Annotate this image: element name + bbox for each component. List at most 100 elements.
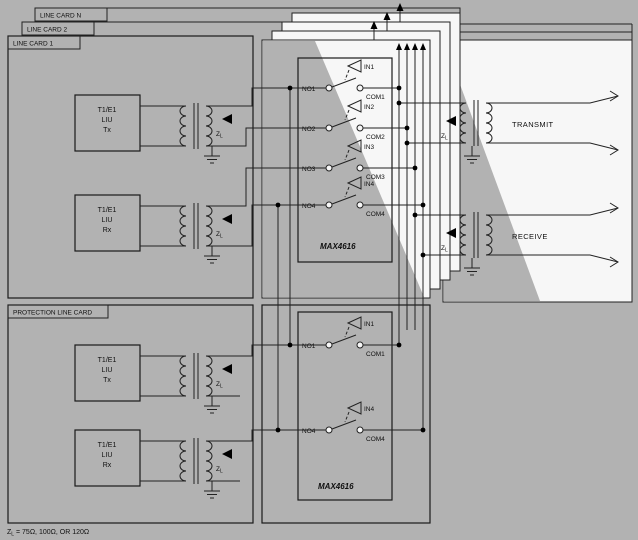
up-arrow-icon	[404, 43, 410, 50]
liu-box	[74, 194, 141, 252]
liu-box	[74, 344, 141, 402]
zl-label: ZL	[216, 231, 223, 240]
no-contact	[325, 341, 333, 349]
zl-annotations: ZL ZL ZL ZL ZL ZL	[216, 114, 456, 475]
in-label: IN4	[364, 406, 375, 413]
impedance-note: ZL = 75Ω, 100Ω, OR 120Ω	[7, 529, 89, 538]
com-bus-wires	[363, 50, 448, 431]
junction-dot	[404, 140, 410, 146]
junction-dot	[412, 165, 418, 171]
liu-line2: LIU	[102, 217, 113, 224]
control-buffer-icon	[346, 59, 362, 73]
up-arrow-icon	[412, 43, 418, 50]
liu-line3: Tx	[103, 377, 111, 384]
liu-box	[74, 94, 141, 152]
com-contact	[356, 201, 364, 209]
liu-line3: Rx	[103, 462, 112, 469]
no-label: NO4	[302, 203, 316, 210]
chip-label-front: MAX4616	[320, 242, 356, 251]
wiring	[140, 11, 619, 482]
zl-label: ZL	[441, 133, 448, 142]
impedance-arrow-icon	[222, 114, 232, 124]
up-arrow-icon	[383, 12, 391, 20]
max4616-front-box	[297, 57, 393, 263]
max4616-protection-box	[297, 311, 393, 501]
com-label: COM1	[366, 351, 385, 358]
junction-dot	[404, 125, 410, 131]
no-contact	[325, 164, 333, 172]
protection-switch-card-box	[261, 304, 431, 524]
junction-dot	[396, 100, 402, 106]
com-contact	[356, 84, 364, 92]
junction-dot	[420, 252, 426, 258]
switch-no1-protection: NO1 COM1 IN1	[302, 316, 385, 358]
bus-up-arrows	[370, 3, 426, 50]
in-label: IN4	[364, 181, 375, 188]
zl-label: ZL	[441, 245, 448, 254]
line-termination-arrows	[609, 90, 619, 268]
com-contact	[356, 426, 364, 434]
zl-label: ZL	[216, 131, 223, 140]
line-card-1-label: LINE CARD 1	[13, 41, 53, 48]
liu-tx-card1: T1/E1 LIU Tx	[74, 94, 141, 152]
liu-line2: LIU	[102, 452, 113, 459]
com-label: COM4	[366, 211, 385, 218]
com-label: COM3	[366, 174, 385, 181]
control-line	[344, 326, 350, 338]
switch-no4-front: NO4 COM4 IN4	[302, 176, 385, 218]
impedance-arrow-icon	[446, 228, 456, 238]
control-buffer-icon	[346, 176, 362, 190]
switch-lever	[331, 157, 357, 168]
impedance-arrow-icon	[222, 214, 232, 224]
impedance-arrow-icon	[222, 364, 232, 374]
com-label: COM1	[366, 94, 385, 101]
switch-lever	[331, 334, 357, 345]
control-buffer-icon	[346, 401, 362, 415]
switch-lever	[331, 194, 357, 205]
protection-card-tag	[7, 304, 109, 319]
protection-line-card: PROTECTION LINE CARD	[7, 304, 431, 524]
line-card-1-box	[7, 35, 254, 299]
up-arrow-icon	[420, 43, 426, 50]
in-label: IN2	[364, 104, 375, 111]
bus-up-lines	[373, 11, 401, 40]
junction-dot	[396, 342, 402, 348]
junction-dot	[275, 427, 281, 433]
stack-front-shade	[263, 41, 424, 297]
up-arrow-icon	[396, 3, 404, 11]
switch-lever	[331, 419, 357, 430]
up-arrow-icon	[396, 43, 402, 50]
com-label: COM4	[366, 436, 385, 443]
control-line	[344, 149, 350, 161]
switch-lever	[331, 117, 357, 128]
junction-dot	[275, 202, 281, 208]
protection-card-box	[7, 304, 254, 524]
liu-line1: T1/E1	[98, 442, 117, 449]
no-contact	[325, 84, 333, 92]
control-line	[344, 69, 350, 81]
in-label: IN1	[364, 321, 375, 328]
control-buffer-icon	[346, 99, 362, 113]
liu-line3: Tx	[103, 127, 111, 134]
liu-to-transformer-wires	[140, 105, 168, 482]
switch-no3-front: NO3 COM3 IN3	[302, 139, 385, 181]
liu-box	[74, 429, 141, 487]
switch-no4-protection: NO4 COM4 IN4	[302, 401, 385, 443]
up-arrow-icon	[370, 21, 378, 29]
junction-dots	[275, 85, 426, 433]
liu-rx-protection: T1/E1 LIU Rx	[74, 429, 141, 487]
com-label: COM2	[366, 134, 385, 141]
impedance-arrow-icon	[446, 116, 456, 126]
line-card-1-tag	[7, 35, 81, 50]
line-output-wires	[498, 95, 619, 263]
junction-dot	[420, 202, 426, 208]
control-line	[344, 411, 350, 423]
liu-line1: T1/E1	[98, 207, 117, 214]
protection-card-label: PROTECTION LINE CARD	[13, 310, 92, 317]
no-contact	[325, 426, 333, 434]
liu-line1: T1/E1	[98, 357, 117, 364]
no-contact	[325, 201, 333, 209]
liu-line2: LIU	[102, 117, 113, 124]
